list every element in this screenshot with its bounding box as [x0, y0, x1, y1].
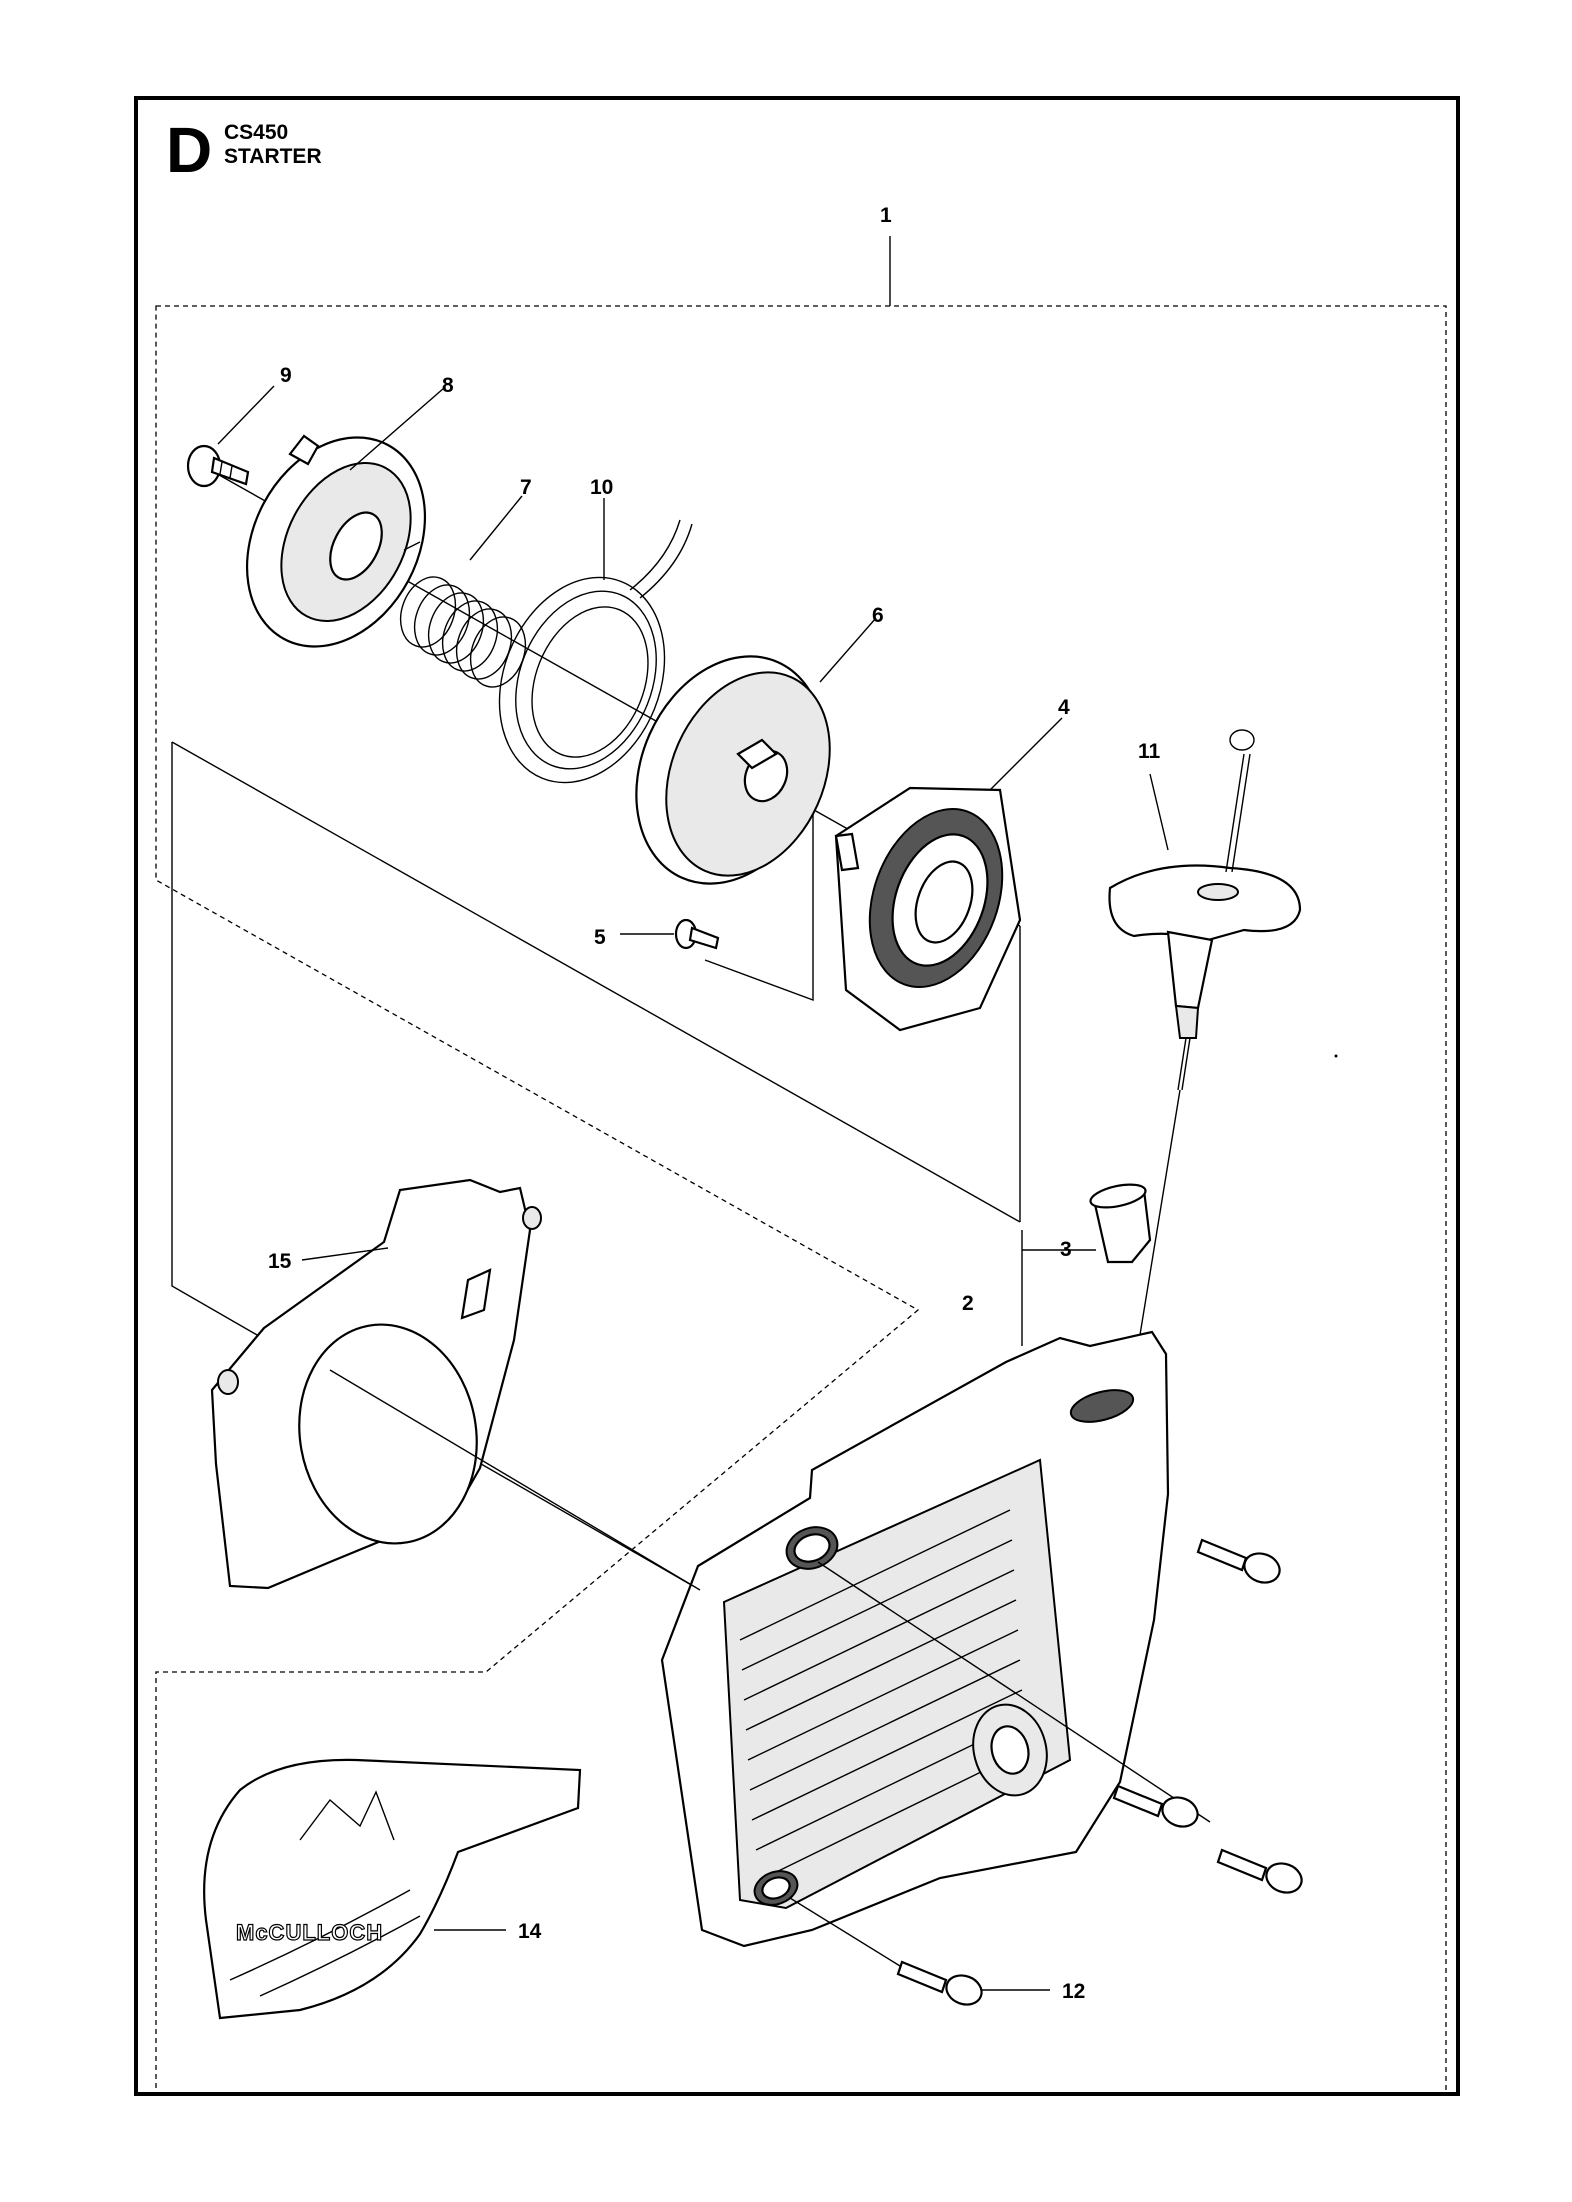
rope-lower	[1177, 1037, 1187, 1091]
part-15-air-guide	[210, 1178, 542, 1590]
callout-2: 2	[962, 1292, 974, 1315]
diagram-title: STARTER	[224, 145, 322, 168]
decal-logo-text: McCULLOCH	[236, 1920, 383, 1945]
leader-7	[469, 495, 523, 561]
callout-5: 5	[594, 926, 606, 949]
part-10-recoil-spring	[498, 519, 693, 784]
explode-outline	[171, 742, 701, 1591]
part-14-decal: McCULLOCH	[203, 1758, 582, 2020]
part-8-housing	[245, 434, 427, 648]
leader-11	[1149, 773, 1169, 851]
part-9-screw	[186, 444, 250, 488]
leader-4	[989, 717, 1063, 791]
callout-11: 11	[1138, 740, 1161, 763]
axis-cover-screw	[817, 1561, 1211, 1823]
callout-4: 4	[1058, 696, 1070, 719]
callout-6: 6	[872, 604, 884, 627]
part-11-handle	[1108, 729, 1302, 1397]
callout-3: 3	[1060, 1238, 1072, 1261]
part-3-bushing	[1022, 1183, 1152, 1264]
callout-12: 12	[1062, 1980, 1085, 2003]
leader-9	[217, 385, 275, 445]
part-12-screws	[789, 1538, 1303, 2006]
part-6-pulley	[635, 655, 831, 885]
part-2-starter-cover	[660, 1230, 1170, 1948]
explode-outline-diagonal	[171, 741, 1021, 1223]
explode-outline-5	[704, 740, 814, 1002]
callout-7: 7	[520, 476, 532, 499]
leader-8	[349, 387, 445, 471]
callout-10: 10	[590, 476, 613, 499]
axis-air-guide	[329, 1369, 701, 1591]
part-7-spring	[399, 541, 527, 688]
part-4-rope-housing	[834, 786, 1022, 1032]
callout-14: 14	[518, 1920, 542, 1943]
callout-1: 1	[880, 204, 892, 227]
assembly-boundary	[155, 305, 1447, 2095]
callout-15: 15	[268, 1250, 292, 1273]
leader-15	[301, 1247, 389, 1261]
part-5-screw	[674, 918, 720, 950]
rope-upper	[1225, 753, 1245, 873]
callout-8: 8	[442, 374, 454, 397]
leader-6	[819, 617, 877, 683]
callout-9: 9	[280, 364, 292, 387]
section-letter: D	[166, 114, 213, 186]
cover-grille	[739, 1509, 1027, 1881]
model-number: CS450	[224, 121, 289, 144]
